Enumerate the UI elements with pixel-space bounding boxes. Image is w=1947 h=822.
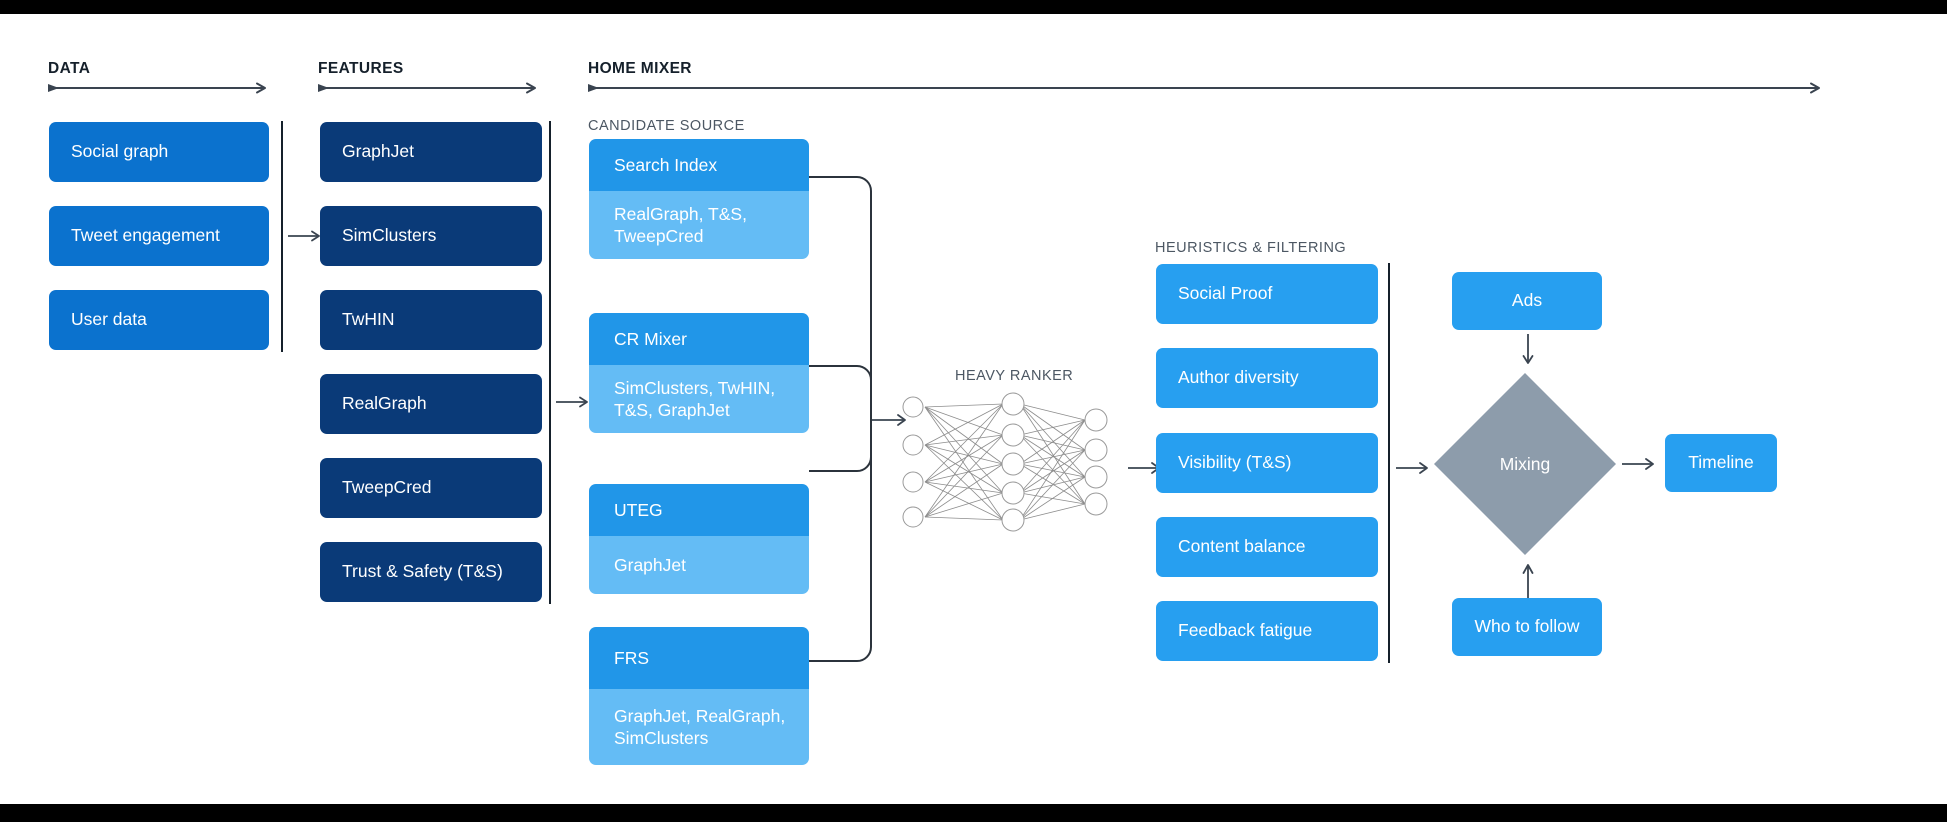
data-card-label: User data [71, 309, 147, 330]
feature-card-label: RealGraph [342, 393, 427, 414]
subsection-title-heuristics: HEURISTICS & FILTERING [1155, 240, 1347, 256]
heuristic-card-content-balance[interactable]: Content balance [1156, 517, 1378, 577]
output-card-label: Who to follow [1474, 616, 1580, 637]
arrow-data-to-features [288, 228, 326, 244]
heuristic-card-visibility[interactable]: Visibility (T&S) [1156, 433, 1378, 493]
section-rule-data [48, 82, 274, 94]
candidate-source-name: CR Mixer [589, 313, 809, 365]
candidate-source-name: Search Index [589, 139, 809, 191]
data-card-label: Tweet engagement [71, 225, 220, 246]
candidate-source-features: GraphJet [589, 536, 809, 594]
feature-card-graphjet[interactable]: GraphJet [320, 122, 542, 182]
heuristic-card-feedback-fatigue[interactable]: Feedback fatigue [1156, 601, 1378, 661]
section-title-home-mixer: HOME MIXER [588, 60, 692, 77]
arrow-ads-to-mixing [1519, 334, 1537, 370]
heuristic-card-label: Feedback fatigue [1178, 620, 1313, 641]
feature-card-label: TwHIN [342, 309, 395, 330]
feature-card-label: SimClusters [342, 225, 437, 246]
subsection-title-candidate-source: CANDIDATE SOURCE [588, 118, 745, 134]
data-card-user-data[interactable]: User data [49, 290, 269, 350]
candidate-source-card-frs[interactable]: FRS GraphJet, RealGraph, SimClusters [589, 627, 809, 765]
heuristic-card-label: Author diversity [1178, 367, 1299, 388]
mixing-diamond[interactable]: Mixing [1430, 369, 1620, 559]
arrow-features-to-candidate-source [556, 394, 594, 410]
arrow-into-heavy-ranker [872, 411, 914, 429]
candidate-source-name: FRS [589, 627, 809, 689]
heuristic-card-label: Social Proof [1178, 283, 1273, 304]
arrow-heuristics-to-mixing [1396, 459, 1436, 477]
feature-card-trust-safety[interactable]: Trust & Safety (T&S) [320, 542, 542, 602]
candidate-source-features: RealGraph, T&S, TweepCred [589, 191, 809, 259]
heavy-ranker-network [895, 392, 1125, 532]
connector-candidate-sources-to-heavy-ranker [809, 174, 899, 674]
output-card-ads[interactable]: Ads [1452, 272, 1602, 330]
data-card-tweet-engagement[interactable]: Tweet engagement [49, 206, 269, 266]
section-rule-features [318, 82, 544, 94]
heuristic-card-label: Content balance [1178, 536, 1306, 557]
section-title-features: FEATURES [318, 60, 404, 77]
data-card-label: Social graph [71, 141, 169, 162]
divider-data-features [281, 121, 283, 352]
candidate-source-features: SimClusters, TwHIN, T&S, GraphJet [589, 365, 809, 433]
output-card-timeline[interactable]: Timeline [1665, 434, 1777, 492]
divider-features-home-mixer [549, 121, 551, 604]
output-card-label: Ads [1511, 290, 1543, 311]
heavy-ranker-title: HEAVY RANKER [955, 368, 1074, 384]
feature-card-label: Trust & Safety (T&S) [342, 561, 503, 582]
candidate-source-name: UTEG [589, 484, 809, 536]
feature-card-label: TweepCred [342, 477, 432, 498]
diagram-canvas: DATA FEATURES HOME MIXER CANDIDA [0, 14, 1947, 804]
candidate-source-features: GraphJet, RealGraph, SimClusters [589, 689, 809, 765]
candidate-source-card-uteg[interactable]: UTEG GraphJet [589, 484, 809, 594]
feature-card-simclusters[interactable]: SimClusters [320, 206, 542, 266]
candidate-source-card-search-index[interactable]: Search Index RealGraph, T&S, TweepCred [589, 139, 809, 259]
output-card-label: Timeline [1688, 452, 1754, 473]
arrow-mixing-to-timeline [1622, 455, 1662, 473]
feature-card-realgraph[interactable]: RealGraph [320, 374, 542, 434]
data-card-social-graph[interactable]: Social graph [49, 122, 269, 182]
heuristic-card-author-diversity[interactable]: Author diversity [1156, 348, 1378, 408]
output-card-who-to-follow[interactable]: Who to follow [1452, 598, 1602, 656]
section-rule-home-mixer [588, 82, 1828, 94]
divider-heuristics-mixing [1388, 263, 1390, 663]
arrow-who-to-follow-to-mixing [1519, 562, 1537, 600]
feature-card-tweepcred[interactable]: TweepCred [320, 458, 542, 518]
heuristic-card-label: Visibility (T&S) [1178, 452, 1292, 473]
candidate-source-card-cr-mixer[interactable]: CR Mixer SimClusters, TwHIN, T&S, GraphJ… [589, 313, 809, 433]
heuristic-card-social-proof[interactable]: Social Proof [1156, 264, 1378, 324]
section-title-data: DATA [48, 60, 91, 77]
feature-card-twhin[interactable]: TwHIN [320, 290, 542, 350]
feature-card-label: GraphJet [342, 141, 414, 162]
